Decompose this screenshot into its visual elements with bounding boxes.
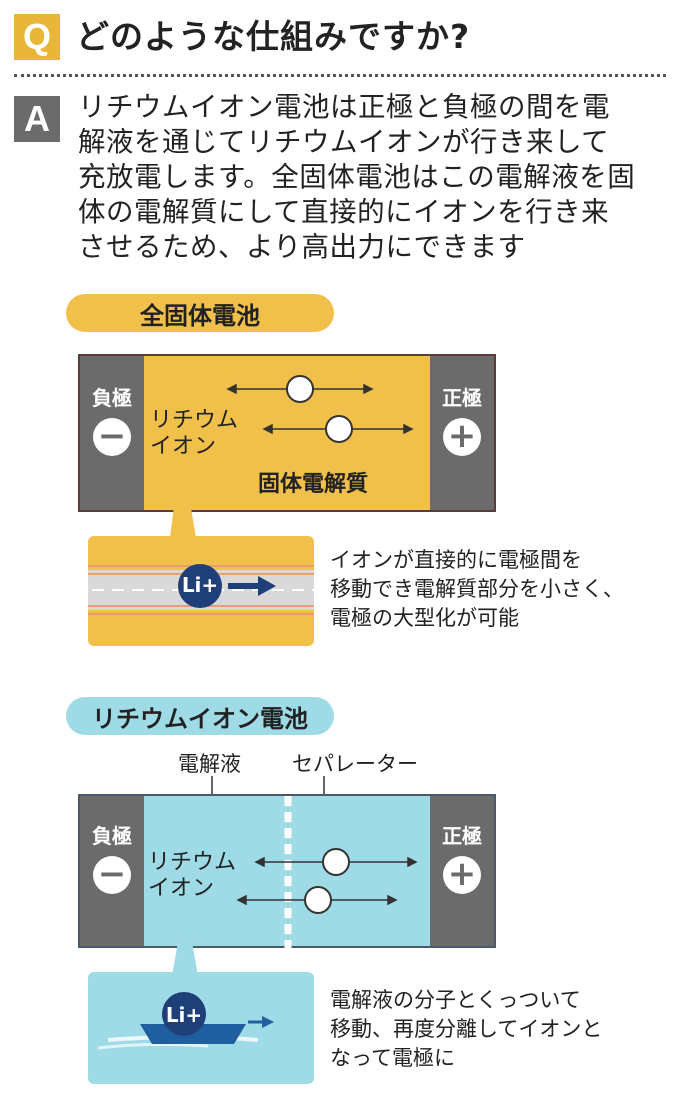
negative-electrode-label: 負極 xyxy=(92,824,132,848)
solid-electrolyte-label: 固体電解質 xyxy=(258,472,369,497)
li-ion-badge: Li+ xyxy=(165,1003,203,1027)
minus-icon: − xyxy=(93,856,131,894)
answer-text: リチウムイオン電池は正極と負極の間を電 解液を通じてリチウムイオンが行き来して … xyxy=(78,91,636,263)
solid-state-cell: 負極 − 正極 + リチウム イオン 固体電解質 xyxy=(78,354,496,512)
lithium-ion-dot xyxy=(322,848,350,876)
positive-electrode: 正極 + xyxy=(430,796,494,946)
a-mark: A xyxy=(14,96,60,142)
solid-state-callout xyxy=(88,490,314,646)
ion-label: リチウム イオン xyxy=(150,408,239,459)
ion-label: リチウム イオン xyxy=(148,850,237,901)
li-ion-badge: Li+ xyxy=(181,573,219,597)
page-title: どのような仕組みですか? xyxy=(76,17,471,56)
negative-electrode: 負極 − xyxy=(80,356,144,510)
divider xyxy=(14,74,666,77)
lithium-ion-dot xyxy=(286,375,314,403)
q-mark: Q xyxy=(14,14,60,60)
li-ion-badge-circle xyxy=(162,992,206,1036)
minus-icon: − xyxy=(93,418,131,456)
separator-and-ions xyxy=(236,796,418,950)
positive-electrode: 正極 + xyxy=(430,356,494,510)
positive-electrode-label: 正極 xyxy=(442,824,482,848)
arrow-right-icon xyxy=(262,1016,274,1028)
lithium-ion-dot xyxy=(304,886,332,914)
lithium-ion-heading: リチウムイオン電池 xyxy=(66,697,334,735)
li-ion-badge-circle xyxy=(178,564,222,608)
plus-icon: + xyxy=(443,856,481,894)
ion-arrows xyxy=(226,375,414,443)
electrolyte-label: 電解液 xyxy=(178,752,241,776)
negative-electrode-label: 負極 xyxy=(92,386,132,410)
positive-electrode-label: 正極 xyxy=(442,386,482,410)
lithium-ion-dot xyxy=(325,415,353,443)
arrow-right-icon xyxy=(258,576,276,596)
plus-icon: + xyxy=(443,418,481,456)
lithium-ion-note: 電解液の分子とくっついて 移動、再度分離してイオンと なって電極に xyxy=(330,988,603,1070)
solid-state-heading: 全固体電池 xyxy=(66,294,334,332)
separator-label: セパレーター xyxy=(292,752,418,776)
solid-state-note: イオンが直接的に電極間を 移動でき電解質部分を小さく、 電極の大型化が可能 xyxy=(330,548,624,630)
lithium-ion-cell: 負極 − 正極 + リチウム イオン xyxy=(78,794,496,950)
lithium-ion-callout xyxy=(88,930,314,1084)
negative-electrode: 負極 − xyxy=(80,796,144,946)
